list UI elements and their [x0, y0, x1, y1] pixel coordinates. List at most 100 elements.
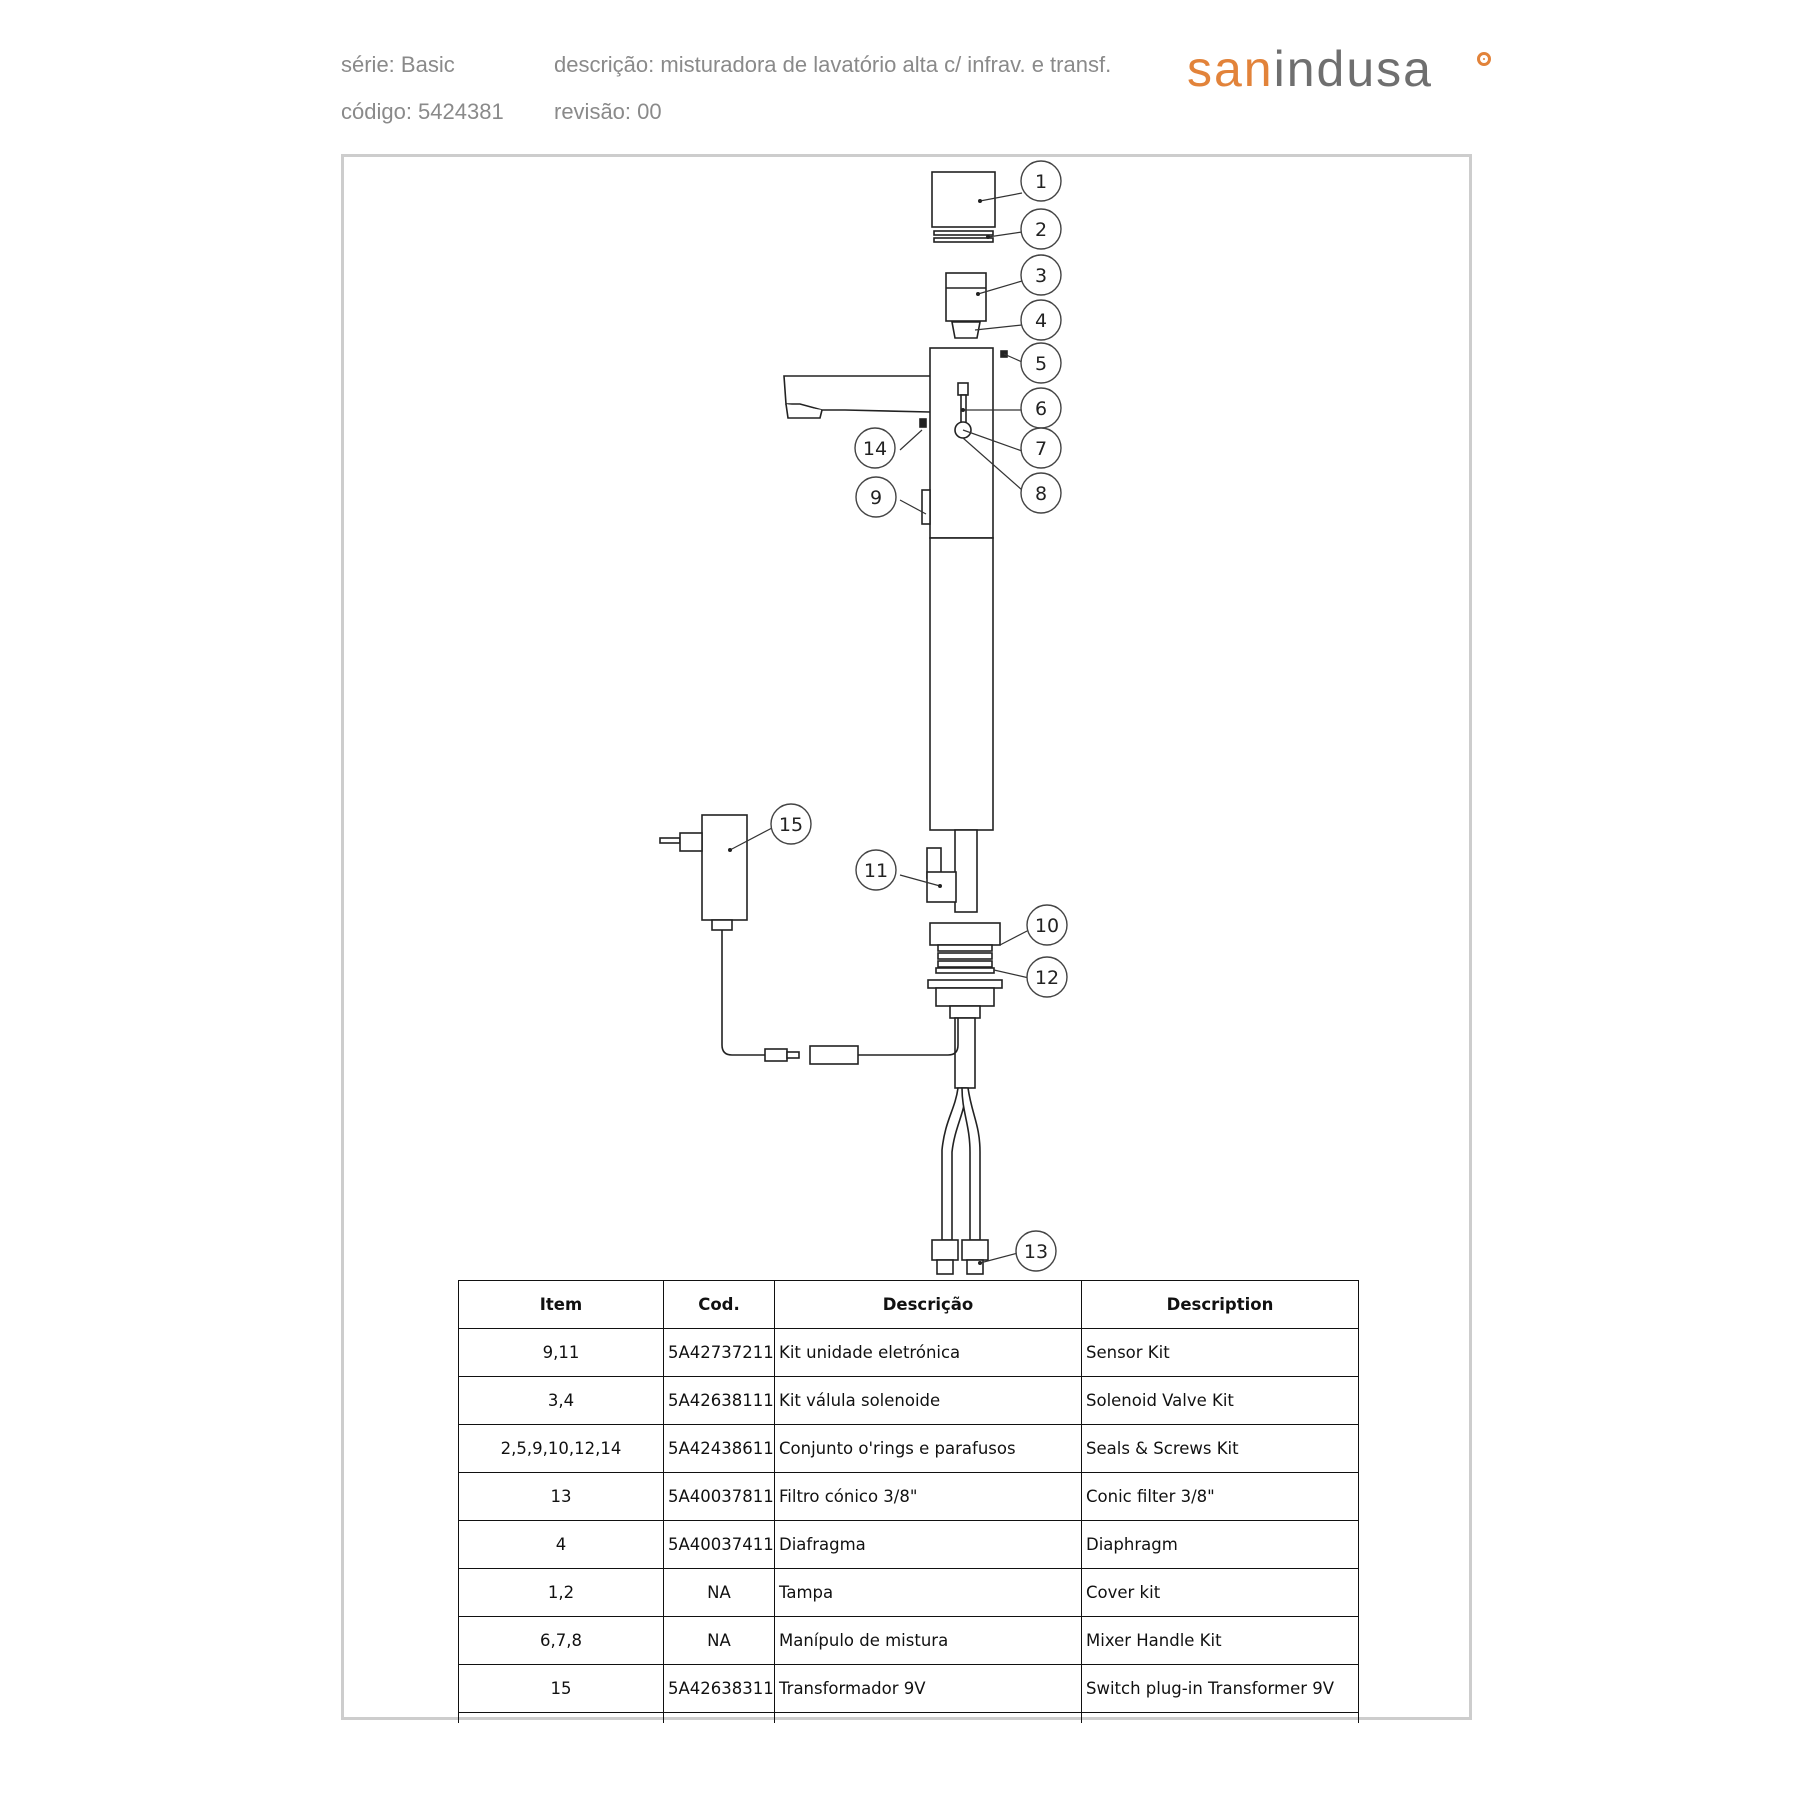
table-row: 13 5A40037811 Filtro cónico 3/8" Conic f…: [458, 1472, 1359, 1521]
connector-female: [809, 1045, 859, 1065]
cell-item: 2,5,9,10,12,14: [458, 1424, 664, 1473]
cell-item: 4: [458, 1520, 664, 1569]
table-header-row: Item Cod. Descrição Description: [458, 1280, 1359, 1329]
col-header-cod: Cod.: [663, 1280, 775, 1329]
svg-text:2: 2: [1035, 219, 1047, 241]
svg-text:13: 13: [1024, 1241, 1048, 1263]
part-flange: [929, 922, 1001, 946]
table-row-partial: [458, 1712, 1359, 1723]
callout-8: 8: [1020, 472, 1062, 514]
cell-description: Switch plug-in Transformer 9V: [1081, 1664, 1359, 1713]
table-row: 2,5,9,10,12,14 5A42438611 Conjunto o'rin…: [458, 1424, 1359, 1473]
svg-text:1: 1: [1035, 171, 1047, 193]
svg-text:4: 4: [1035, 310, 1047, 332]
part-filter-left: [931, 1239, 959, 1261]
cell-description: Diaphragm: [1081, 1520, 1359, 1569]
callout-9: 9: [855, 476, 897, 518]
part-oring-top: [933, 230, 994, 236]
cell-descricao: Manípulo de mistura: [774, 1616, 1082, 1665]
svg-text:15: 15: [779, 814, 803, 836]
callout-15: 15: [770, 803, 812, 845]
cell-cod: 5A40037411: [663, 1520, 775, 1569]
cell-description: Solenoid Valve Kit: [1081, 1376, 1359, 1425]
part-solenoid: [945, 272, 987, 322]
table-row: 9,11 5A42737211 Kit unidade eletrónica S…: [458, 1328, 1359, 1377]
cell-cod: NA: [663, 1616, 775, 1665]
callout-2: 2: [1020, 208, 1062, 250]
cell-item: 13: [458, 1472, 664, 1521]
table-row: 1,2 NA Tampa Cover kit: [458, 1568, 1359, 1617]
callout-14: 14: [854, 427, 896, 469]
part-filter-right: [961, 1239, 989, 1261]
col-header-item: Item: [458, 1280, 664, 1329]
col-header-descricao: Descrição: [774, 1280, 1082, 1329]
parts-table: Item Cod. Descrição Description 9,11 5A4…: [458, 1280, 1359, 1723]
descricao-label: descrição: misturadora de lavatório alta…: [554, 52, 1112, 77]
part-transformer: [701, 814, 748, 921]
revisao-label: revisão: 00: [554, 99, 662, 124]
table-row: 6,7,8 NA Manípulo de mistura Mixer Handl…: [458, 1616, 1359, 1665]
callout-7: 7: [1020, 427, 1062, 469]
table-row: 15 5A42638311 Transformador 9V Switch pl…: [458, 1664, 1359, 1713]
cell-descricao: Conjunto o'rings e parafusos: [774, 1424, 1082, 1473]
cell-item: 6,7,8: [458, 1616, 664, 1665]
callout-4: 4: [1020, 299, 1062, 341]
part-cap: [931, 171, 996, 228]
part-spout: [783, 375, 931, 413]
cell-cod: 5A42737211: [663, 1328, 775, 1377]
callout-5: 5: [1020, 342, 1062, 384]
callout-3: 3: [1020, 254, 1062, 296]
col-header-description: Description: [1081, 1280, 1359, 1329]
cell-description: Cover kit: [1081, 1568, 1359, 1617]
cell-item: 15: [458, 1664, 664, 1713]
part-upper-body: [929, 347, 994, 539]
cell-descricao: Kit unidade eletrónica: [774, 1328, 1082, 1377]
cell-cod: 5A40037811: [663, 1472, 775, 1521]
part-sensor-window: [921, 489, 931, 525]
part-seal: [935, 967, 995, 974]
brand-logo: sanindusa: [1187, 40, 1433, 98]
cell-descricao: Kit válula solenoide: [774, 1376, 1082, 1425]
part-nut: [935, 987, 995, 1007]
callout-13: 13: [1015, 1230, 1057, 1272]
svg-text:8: 8: [1035, 483, 1047, 505]
cell-descricao: Tampa: [774, 1568, 1082, 1617]
callout-11: 11: [855, 849, 897, 891]
brand-mark-icon: [1477, 52, 1491, 66]
table-row: 4 5A40037411 Diafragma Diaphragm: [458, 1520, 1359, 1569]
table-row: 3,4 5A42638111 Kit válula solenoide Sole…: [458, 1376, 1359, 1425]
svg-text:9: 9: [870, 487, 882, 509]
svg-text:14: 14: [863, 438, 887, 460]
brand-logo-part1: san: [1187, 41, 1274, 97]
svg-text:6: 6: [1035, 398, 1047, 420]
svg-text:5: 5: [1035, 353, 1047, 375]
cell-cod: 5A42638311: [663, 1664, 775, 1713]
cell-descricao: Filtro cónico 3/8": [774, 1472, 1082, 1521]
cell-description: Seals & Screws Kit: [1081, 1424, 1359, 1473]
part-washer: [927, 979, 1003, 989]
cell-descricao: Diafragma: [774, 1520, 1082, 1569]
svg-text:10: 10: [1035, 915, 1059, 937]
cell-description: Mixer Handle Kit: [1081, 1616, 1359, 1665]
cable: [721, 930, 765, 1056]
cell-cod: 5A42438611: [663, 1424, 775, 1473]
cell-cod: NA: [663, 1568, 775, 1617]
callout-1: 1: [1020, 160, 1062, 202]
cell-item: 1,2: [458, 1568, 664, 1617]
cell-item: 3,4: [458, 1376, 664, 1425]
svg-text:3: 3: [1035, 265, 1047, 287]
part-diaphragm: [951, 321, 981, 339]
callout-6: 6: [1020, 387, 1062, 429]
connector-male: [764, 1048, 788, 1062]
part-hose-left: [941, 1087, 967, 1241]
brand-logo-part2: indusa: [1273, 41, 1433, 97]
cell-item: 9,11: [458, 1328, 664, 1377]
cell-descricao: Transformador 9V: [774, 1664, 1082, 1713]
callout-12: 12: [1026, 956, 1068, 998]
part-lower-body: [929, 537, 994, 831]
cell-description: Conic filter 3/8": [1081, 1472, 1359, 1521]
part-hose-right: [961, 1087, 981, 1241]
svg-text:7: 7: [1035, 438, 1047, 460]
svg-text:12: 12: [1035, 967, 1059, 989]
